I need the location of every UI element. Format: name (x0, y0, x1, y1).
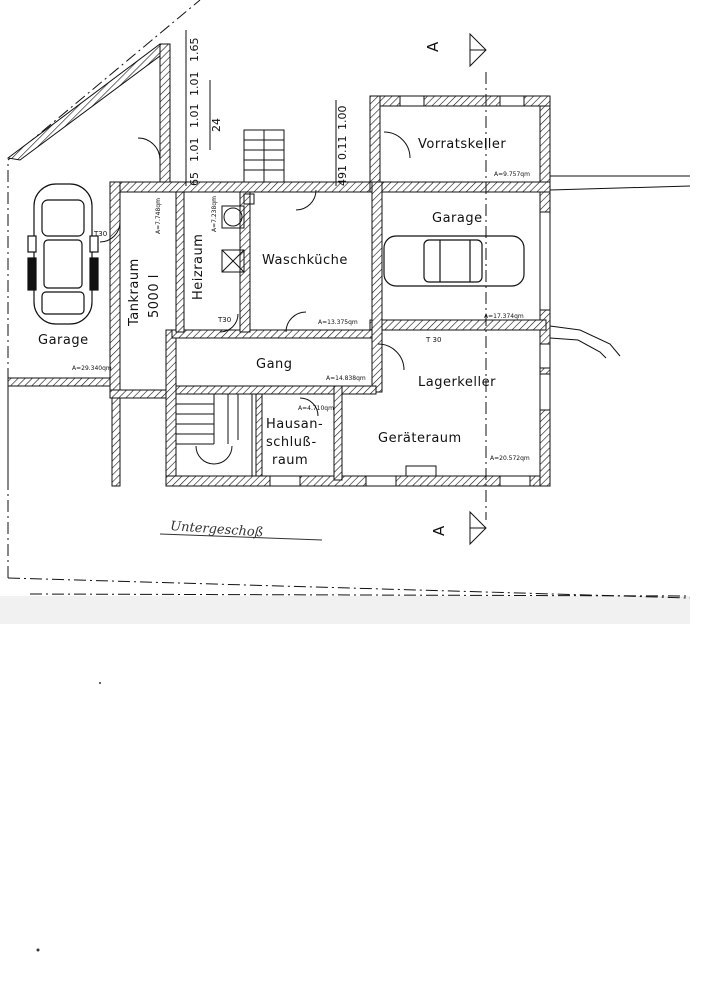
area-garage-left: A=29.340qm (72, 365, 112, 372)
room-label-vorratskeller: Vorratskeller (418, 137, 506, 152)
room-label-hausanschluss-2: schluß- (266, 435, 317, 450)
svg-text:24: 24 (210, 118, 223, 132)
doors (99, 131, 411, 417)
boiler-icon (221, 193, 255, 273)
svg-text:1.01: 1.01 (188, 72, 201, 97)
room-label-hausanschluss-1: Hausan- (266, 417, 323, 432)
section-label-bottom: A (430, 525, 448, 536)
area-geraeteraum: A=20.572qm (490, 455, 530, 462)
dimension-column-left: 65 1.01 1.01 1.01 1.65 24 (185, 30, 223, 186)
area-tankraum: A=7.748qm (155, 198, 162, 234)
room-label-tankraum: Tankraum (127, 258, 142, 327)
room-label-waschkueche: Waschküche (262, 253, 348, 268)
area-gang: A=14.838qm (326, 375, 366, 382)
speck (36, 948, 40, 952)
room-label-hausanschluss-3: raum (272, 453, 308, 468)
door-label-t30-heiz: T30 (217, 316, 231, 324)
left-garage-roof (6, 43, 169, 161)
svg-text:65: 65 (188, 172, 201, 186)
windows (269, 95, 551, 487)
car-left-icon (27, 183, 99, 325)
door-label-t30-garage: T 30 (425, 336, 441, 344)
door-label-t30-tank: T30 (93, 230, 107, 238)
room-label-lagerkeller: Lagerkeller (418, 375, 496, 390)
area-vorratskeller: A=9.757qm (494, 171, 530, 178)
speck (99, 682, 101, 684)
area-garage-right: A=17.374qm (484, 313, 524, 320)
room-label-heizraum: Heizraum (191, 234, 206, 300)
floor-title-underline (159, 533, 323, 541)
area-heizraum: A=7.238qm (211, 196, 218, 232)
room-label-garage-right: Garage (432, 211, 483, 226)
room-label-tankraum-capacity: 5000 l (147, 274, 162, 318)
section-line (469, 32, 487, 546)
stair-bottom (175, 393, 253, 477)
room-label-garage-left: Garage (38, 333, 89, 348)
section-label-top: A (424, 41, 442, 52)
svg-text:1.65: 1.65 (188, 38, 201, 63)
dimension-column-right: 491 0.11 1.00 (335, 100, 349, 186)
svg-text:491: 491 (336, 165, 349, 186)
area-waschkueche: A=13.375qm (318, 319, 358, 326)
area-hausanschluss: A=4.710qm (298, 405, 334, 412)
stair-top (243, 129, 285, 183)
room-label-gang: Gang (256, 357, 293, 372)
svg-text:1.01: 1.01 (188, 104, 201, 129)
scan-shadow (0, 596, 690, 624)
outside-path (549, 175, 691, 359)
svg-text:1.01: 1.01 (188, 138, 201, 163)
car-right-icon (383, 235, 525, 287)
room-label-geraeteraum: Geräteraum (378, 431, 462, 446)
svg-text:1.00: 1.00 (336, 106, 349, 131)
svg-text:0.11: 0.11 (336, 136, 349, 161)
